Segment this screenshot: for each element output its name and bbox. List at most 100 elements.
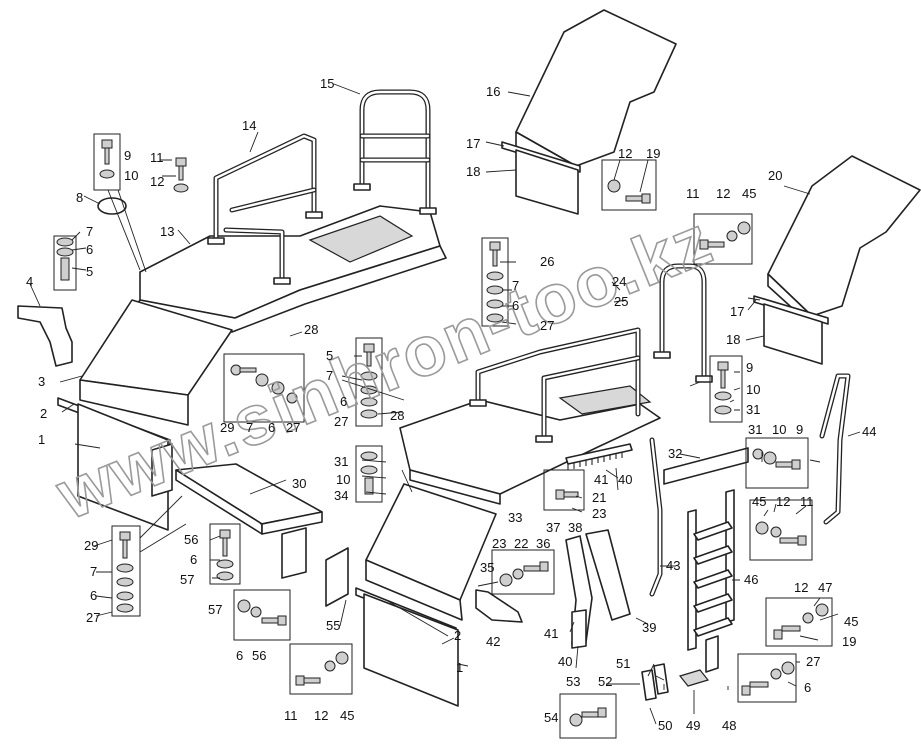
label-26: 26 [540,254,554,269]
label-7: 7 [246,420,253,435]
hardware-boxes [53,133,833,739]
label-30: 30 [292,476,306,491]
label-10: 10 [772,422,786,437]
label-9: 9 [124,148,131,163]
label-11: 11 [686,186,700,201]
label-7: 7 [90,564,97,579]
step-frame-30 [151,443,323,579]
label-48: 48 [722,718,736,733]
leader-lines [29,83,861,725]
label-11: 11 [150,150,164,165]
label-35: 35 [480,560,494,575]
bracket-4 [17,305,73,367]
label-6: 6 [804,680,811,695]
label-6: 6 [340,394,347,409]
label-2: 2 [454,628,461,643]
label-1: 1 [456,660,463,675]
handle-43 [649,437,663,597]
label-15: 15 [320,76,334,91]
label-36: 36 [536,536,550,551]
label-45: 45 [752,494,766,509]
label-42: 42 [486,634,500,649]
label-7: 7 [326,368,333,383]
label-5: 5 [326,348,333,363]
label-13: 13 [160,224,174,239]
label-12: 12 [716,186,730,201]
label-53: 53 [566,674,580,689]
plate-32 [663,447,749,485]
label-38: 38 [568,520,582,535]
label-31: 31 [334,454,348,469]
handrail-14 [207,133,323,285]
part-labels: 1 1 2 2 3 4 5 5 6 6 6 6 6 6 6 6 7 7 7 7 … [26,76,876,733]
label-50: 50 [658,718,672,733]
label-10: 10 [336,472,350,487]
label-56: 56 [184,532,198,547]
label-18: 18 [726,332,740,347]
left-mud-flap-1 [77,403,169,531]
label-43: 43 [666,558,680,573]
label-57: 57 [180,572,194,587]
center-slope-35 [365,483,497,621]
left-fender-top-13 [131,205,447,333]
label-10: 10 [746,382,760,397]
label-8: 8 [76,190,83,205]
label-1: 1 [38,432,45,447]
label-10: 10 [124,168,138,183]
label-44: 44 [862,424,876,439]
handrail-24 [653,263,713,383]
label-12: 12 [618,146,632,161]
plate-55 [325,547,349,607]
label-29: 29 [220,420,234,435]
label-11: 11 [284,708,298,723]
label-7: 7 [512,278,519,293]
label-6: 6 [86,242,93,257]
label-4: 4 [26,274,33,289]
handle-44 [819,373,851,525]
blocks-49-51 [641,635,719,701]
label-23: 23 [492,536,506,551]
label-12: 12 [794,580,808,595]
label-37: 37 [546,520,560,535]
strip-17-right [753,295,829,325]
label-22: 22 [514,536,528,551]
handrail-15 [353,89,437,215]
label-19: 19 [842,634,856,649]
label-54: 54 [544,710,558,725]
label-6: 6 [90,588,97,603]
label-9: 9 [796,422,803,437]
label-39: 39 [642,620,656,635]
label-14: 14 [242,118,256,133]
label-12: 12 [776,494,790,509]
center-mud-flap-1 [363,593,459,707]
left-fender-slope-3 [79,299,233,426]
label-6: 6 [268,420,275,435]
label-46: 46 [744,572,758,587]
label-27: 27 [334,414,348,429]
label-5: 5 [86,264,93,279]
label-45: 45 [742,186,756,201]
edge-strip-40 [565,443,633,470]
mud-flap-18-right [763,303,823,365]
label-28: 28 [304,322,318,337]
label-31: 31 [748,422,762,437]
center-handrail [469,327,641,443]
label-25: 25 [614,294,628,309]
label-11: 11 [800,494,814,509]
label-16: 16 [486,84,500,99]
label-2: 2 [40,406,47,421]
label-45: 45 [844,614,858,629]
label-6: 6 [190,552,197,567]
label-18: 18 [466,164,480,179]
label-52: 52 [598,674,612,689]
label-17: 17 [466,136,480,151]
mud-flap-18 [515,149,579,215]
bolts-and-washers [56,139,829,727]
bracket-42 [475,589,523,623]
label-27: 27 [86,610,100,625]
label-31: 31 [746,402,760,417]
label-27: 27 [540,318,554,333]
label-27: 27 [286,420,300,435]
label-12: 12 [314,708,328,723]
